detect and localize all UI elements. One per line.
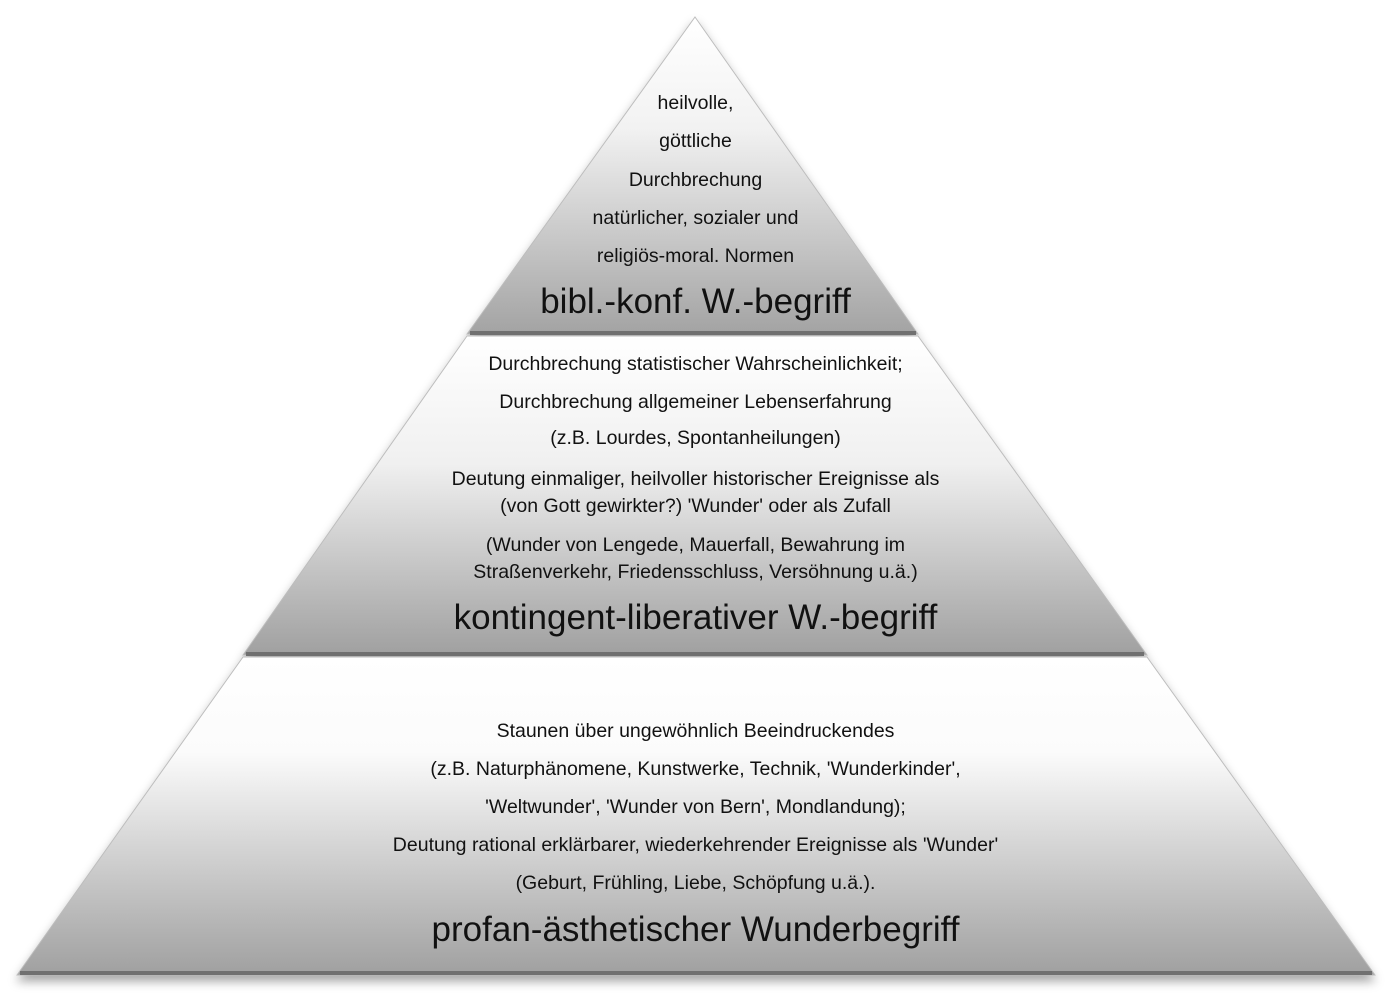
level-text: Durchbrechung [628, 169, 763, 191]
level-text: (von Gott gewirkter?) 'Wunder' oder als … [500, 495, 891, 517]
level-text: (Wunder von Lengede, Mauerfall, Bewahrun… [485, 534, 906, 556]
level-divider [470, 331, 916, 335]
pyramid-level-middle [242, 335, 1148, 656]
level-text: heilvolle, [657, 92, 734, 114]
level-text: Straßenverkehr, Friedensschluss, Versöhn… [473, 561, 918, 583]
level-text: Durchbrechung statistischer Wahrscheinli… [488, 353, 903, 375]
level-title: bibl.-konf. W.-begriff [540, 282, 851, 321]
level-text: Durchbrechung allgemeiner Lebenserfahrun… [499, 391, 892, 413]
level-text: Deutung rational erklärbarer, wiederkehr… [392, 834, 999, 856]
level-text: (z.B. Lourdes, Spontanheilungen) [550, 427, 841, 449]
base-edge [20, 971, 1372, 975]
pyramid-level-bottom [16, 656, 1376, 976]
level-text: göttliche [659, 130, 732, 152]
level-text: religiös-moral. Normen [596, 245, 795, 267]
level-divider [246, 652, 1144, 656]
level-text: (z.B. Naturphänomene, Kunstwerke, Techni… [430, 758, 961, 780]
level-title: profan-ästhetischer Wunderbegriff [431, 910, 960, 949]
level-text: (Geburt, Frühling, Liebe, Schöpfung u.ä.… [515, 872, 876, 894]
level-text: Staunen über ungewöhnlich Beeindruckende… [496, 720, 895, 742]
level-title: kontingent-liberativer W.-begriff [453, 598, 938, 637]
level-text: natürlicher, sozialer und [592, 207, 799, 229]
level-text: Deutung einmaliger, heilvoller historisc… [451, 468, 940, 490]
level-text: 'Weltwunder', 'Wunder von Bern', Mondlan… [485, 796, 906, 818]
